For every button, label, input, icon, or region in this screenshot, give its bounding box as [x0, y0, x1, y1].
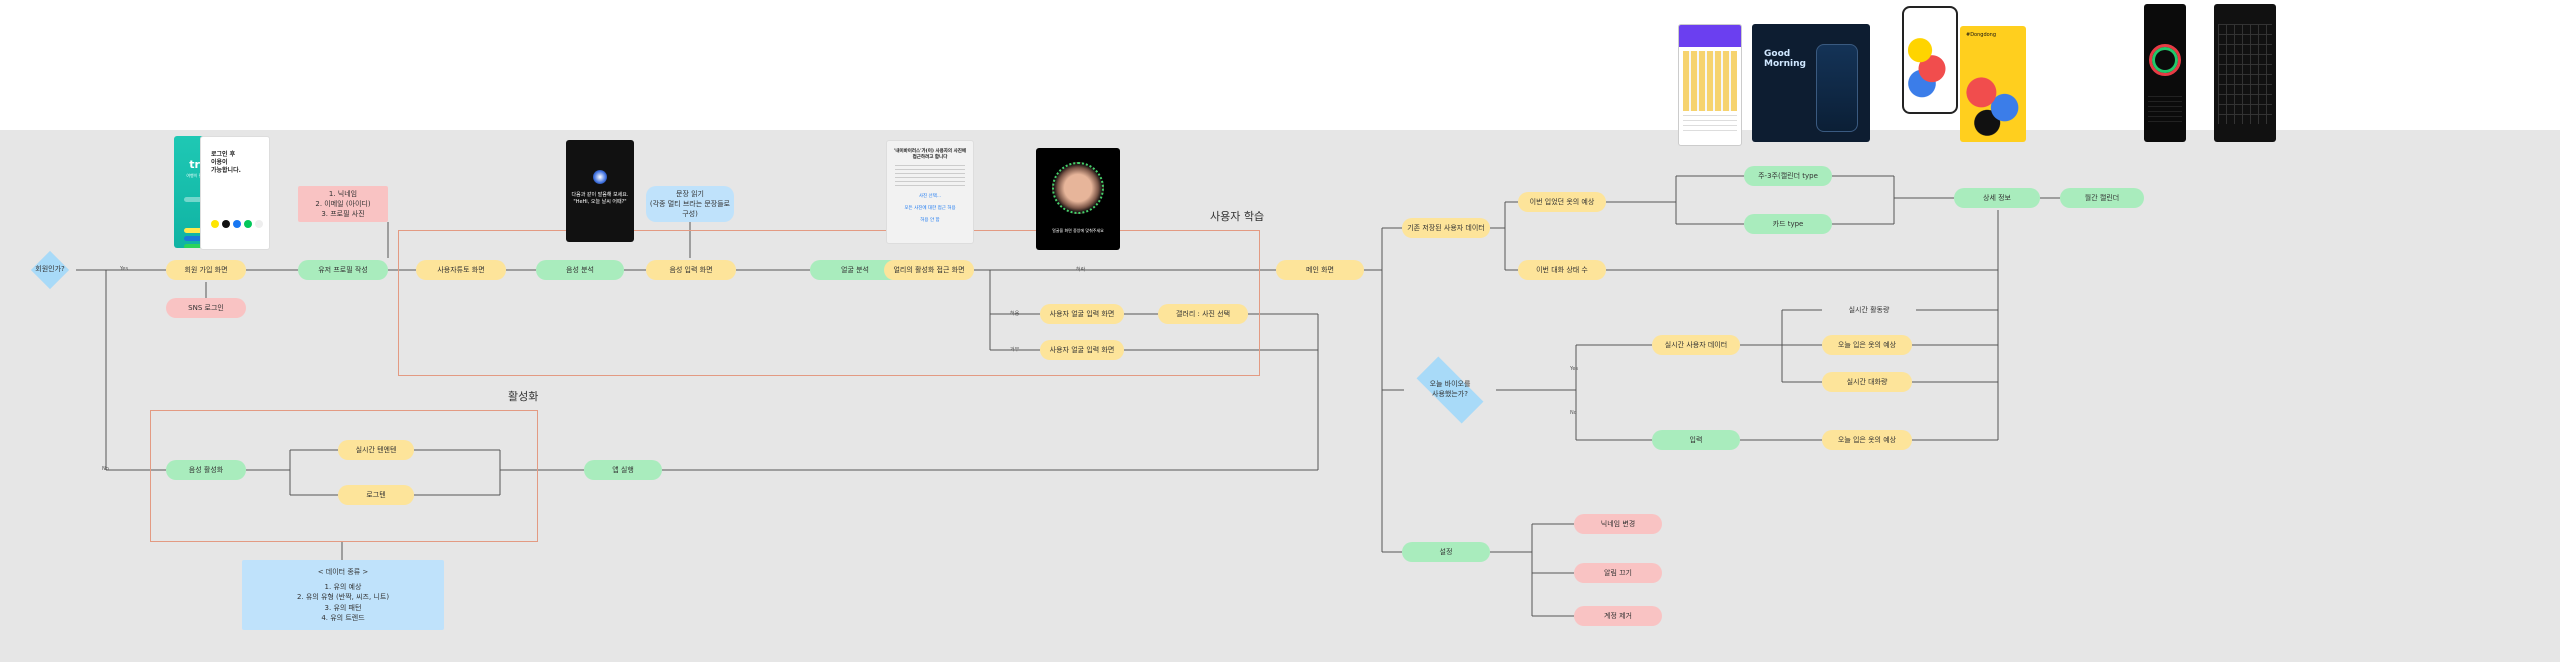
weather-calendar-node: 월간 캘린더: [2060, 188, 2144, 208]
nickname-change-node: 닉네임 변경: [1574, 514, 1662, 534]
deny-branch-label2: 거부: [1010, 347, 1020, 353]
tutorial-node: 사용자튜토 화면: [416, 260, 506, 280]
activation-title: 활성화: [508, 390, 539, 403]
profile-notes-node: 1. 닉네임 2. 이메일 (아이디) 3. 프로필 사진: [298, 186, 388, 222]
signup-node: 회원 가입 화면: [166, 260, 246, 280]
camera-access-node: 얼리의 활성화 접근 화면: [884, 260, 974, 280]
user-face-input-node: 사용자 얼굴 입력 화면: [1040, 304, 1124, 324]
member-check-label: 회원인가?: [35, 265, 65, 274]
member-check-diamond: 회원인가?: [22, 250, 78, 290]
social-login-node: SNS 로그인: [166, 298, 246, 318]
emotion-analysis-node: 얼굴 분석: [810, 260, 900, 280]
yes-label: Yes: [120, 266, 129, 272]
detail-info-node: 상세 정보: [1954, 188, 2040, 208]
voice-hint-node: 문장 읽기 (각종 멀티 브라는 문장들로 구성): [646, 186, 734, 222]
today-no-label: No: [1570, 410, 1577, 416]
app-start-node: 앱 실행: [584, 460, 662, 480]
calendar-app-screenshot: [1678, 24, 1742, 146]
base-user-data-node: 기존 저장된 사용자 데이터: [1402, 218, 1490, 238]
dark-calendar-screenshot: [2214, 4, 2276, 142]
today-weather-node: 이번 입었던 옷의 예상: [1518, 192, 1606, 212]
activation-frame: [150, 410, 538, 542]
learning-title: 사용자 학습: [1210, 210, 1265, 223]
poster-screenshot: #Dongdong: [1960, 26, 2026, 142]
data-types-node: < 데이터 종류 > 1. 유의 예상 2. 유의 유형 (반짝, 씨즈, 니트…: [242, 560, 444, 630]
user-face-input2-node: 사용자 얼굴 입력 화면: [1040, 340, 1124, 360]
deny-branch-label: 허용: [1010, 311, 1020, 317]
realtime-weather-node: 실시간 활동량: [1848, 306, 1890, 314]
logout-node: 로그텐: [338, 485, 414, 505]
notification-off-node: 알림 끄기: [1574, 563, 1662, 583]
colorful-phone-screenshot: [1902, 6, 1958, 114]
voice-input-node: 음성 입력 화면: [646, 260, 736, 280]
settings-node: 설정: [1402, 542, 1490, 562]
allow-label: 허락: [1076, 267, 1086, 273]
profile-write-node: 유저 프로필 작성: [298, 260, 388, 280]
today-outfit2-node: 오늘 입은 옷의 예상: [1822, 430, 1912, 450]
face-scan-screenshot: 얼굴을 화면 중앙에 맞춰주세요: [1036, 148, 1120, 250]
gallery-select-node: 갤러리 : 사진 선택: [1158, 304, 1248, 324]
today-outfit-node: 오늘 입은 옷의 예상: [1822, 335, 1912, 355]
voice-analysis-node: 음성 분석: [536, 260, 624, 280]
realtime-drink-node: 실시간 텐엔텐: [338, 440, 414, 460]
realtime-chat-node: 실시간 대화량: [1822, 372, 1912, 392]
activity-ring-screenshot: [2144, 4, 2186, 142]
account-delete-node: 계정 제거: [1574, 606, 1662, 626]
today-yes-label: Yes: [1570, 366, 1579, 372]
main-screen-node: 메인 화면: [1276, 260, 1364, 280]
grid-type-node: 주-3주(캘린더 type: [1744, 166, 1832, 186]
realtime-user-data-node: 실시간 사용자 데이터: [1652, 335, 1740, 355]
no-label: No: [102, 466, 109, 472]
voice-prompt-screenshot: 다음과 같이 발음해 보세요. "HeHi, 오늘 날씨 어때?": [566, 140, 634, 242]
input-node: 입력: [1652, 430, 1740, 450]
learning-frame: [398, 230, 1260, 376]
voice-activate-node: 음성 활성화: [166, 460, 246, 480]
card-type-node: 카드 type: [1744, 214, 1832, 234]
past-state-node: 이번 대화 상태 수: [1518, 260, 1606, 280]
